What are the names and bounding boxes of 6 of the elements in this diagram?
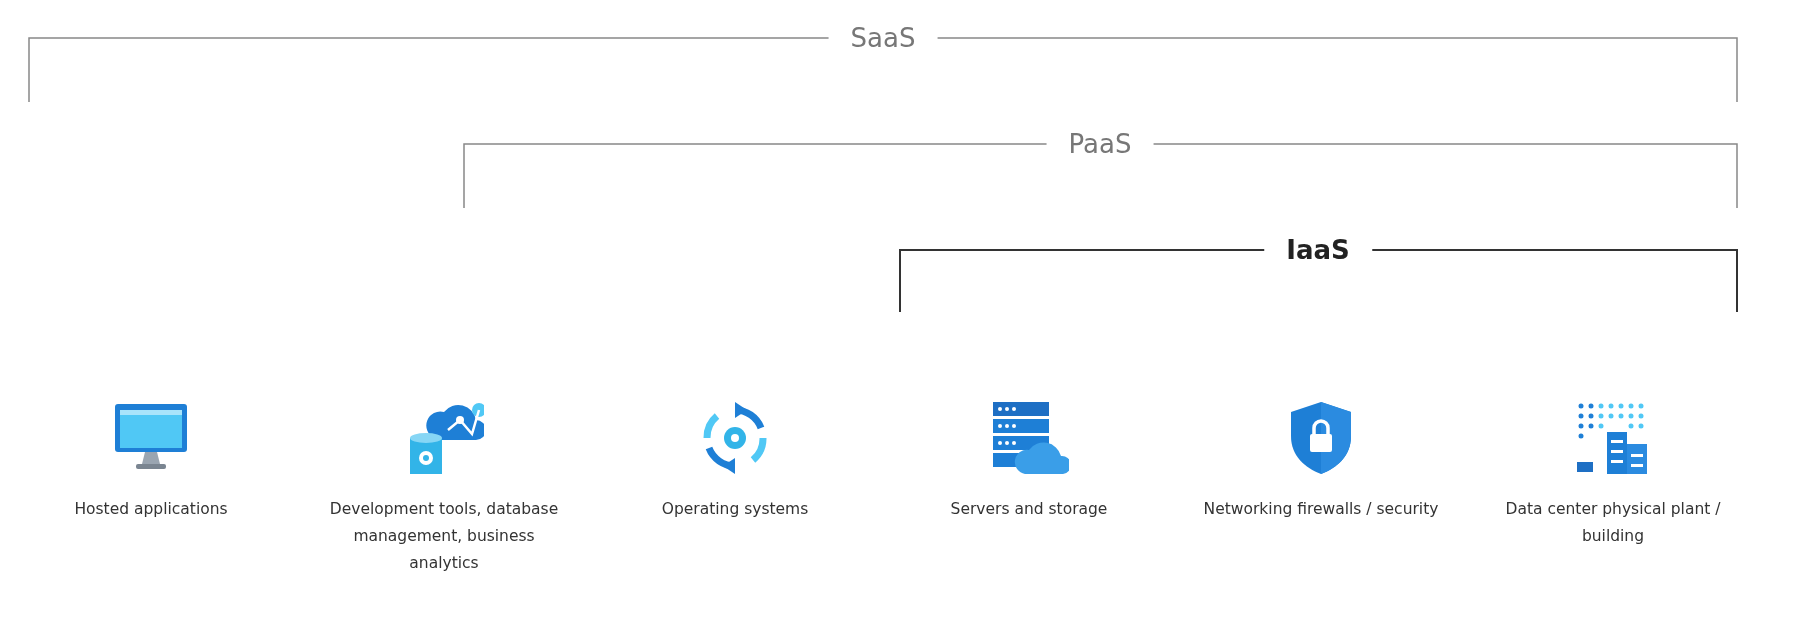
- item-caption: Data center physical plant / building: [1504, 499, 1722, 547]
- item-caption: Operating systems: [661, 499, 809, 520]
- item-caption: Hosted applications: [74, 499, 228, 520]
- item-caption: Networking firewalls / security: [1203, 499, 1439, 520]
- item-caption: Development tools, database management, business analytics: [328, 499, 560, 574]
- item-caption: Servers and storage: [950, 499, 1108, 520]
